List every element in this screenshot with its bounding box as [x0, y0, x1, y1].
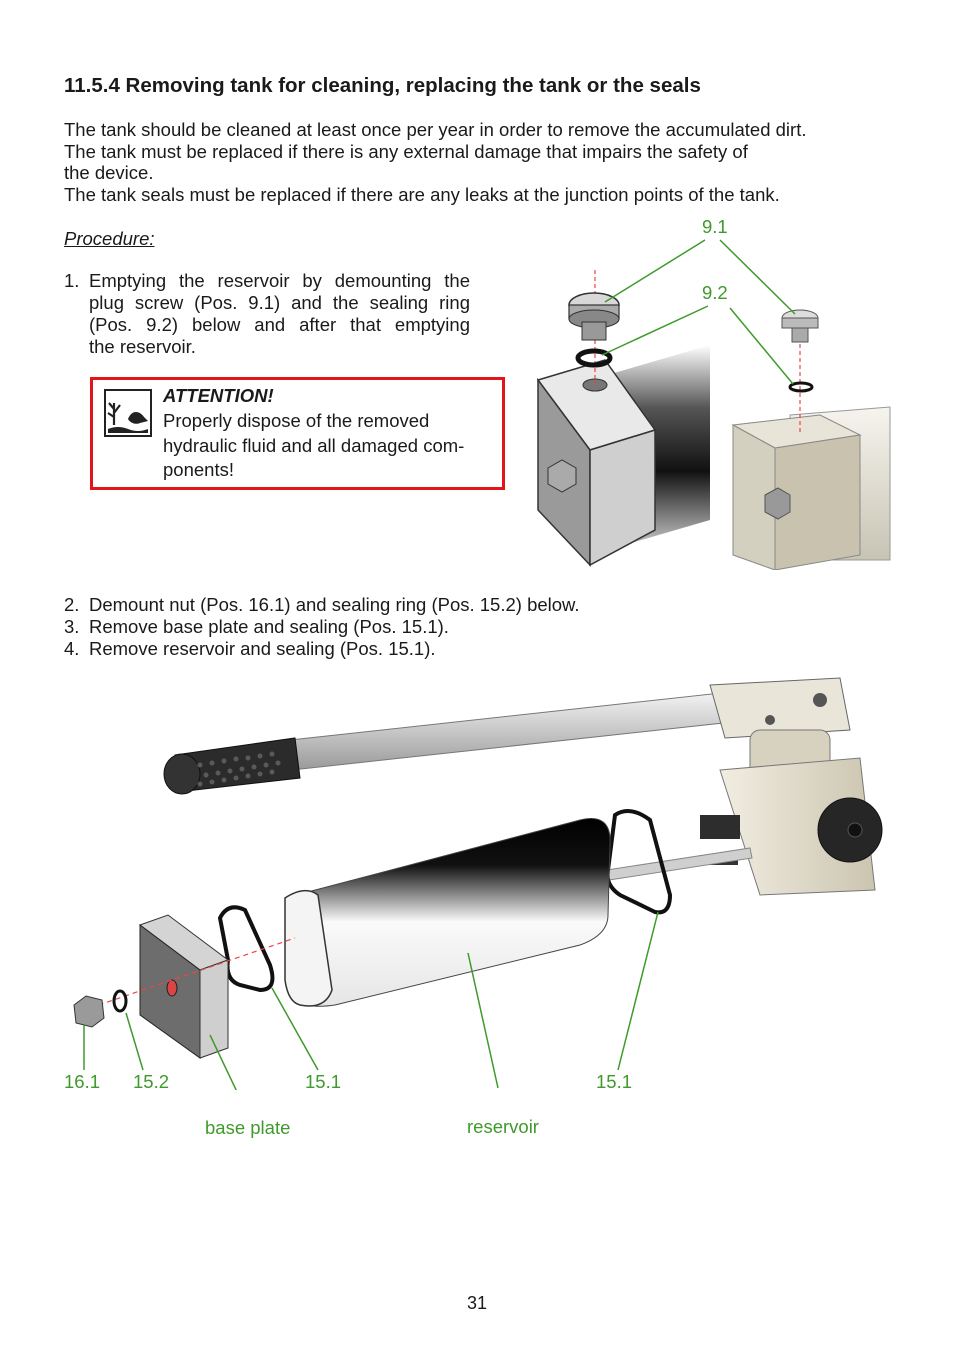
base-plate-part: [138, 914, 230, 1059]
attention-title: ATTENTION!: [163, 385, 274, 406]
label-pos-16-1: 16.1: [64, 1071, 101, 1092]
step-number: 3.: [64, 616, 80, 637]
label-pos-15-2: 15.2: [133, 1071, 170, 1092]
step-number: 1.: [64, 270, 80, 291]
figure-exploded-pump: [73, 677, 883, 1090]
intro-line: The tank should be cleaned at least once…: [64, 119, 807, 140]
label-pos-15-1-right: 15.1: [596, 1071, 633, 1092]
step-text: Emptying the reservoir by demounting the…: [89, 270, 470, 358]
sealing-ring-left: [575, 348, 613, 368]
step-2: 2. Demount nut (Pos. 16.1) and sealing r…: [64, 594, 904, 616]
environment-hazard-icon: [104, 389, 152, 437]
label-reservoir: reservoir: [467, 1116, 539, 1137]
sealing-ring-right: [788, 381, 814, 393]
label-pos-9-1: 9.1: [702, 216, 728, 237]
reservoir-tube: [284, 818, 611, 1007]
plug-screw-left: [568, 292, 620, 341]
step-line: the reservoir.: [89, 336, 196, 357]
right-block: [731, 414, 862, 570]
label-pos-15-1-left: 15.1: [305, 1071, 342, 1092]
plug-screw-right: [781, 309, 819, 343]
step-line: Emptying the reservoir by demounting the: [89, 270, 470, 291]
attention-line: ponents!: [163, 459, 234, 480]
section-heading: 11.5.4 Removing tank for cleaning, repla…: [64, 74, 701, 97]
step-number: 2.: [64, 594, 80, 615]
label-pos-9-2: 9.2: [702, 282, 728, 303]
intro-paragraph: The tank should be cleaned at least once…: [64, 119, 904, 205]
step-number: 4.: [64, 638, 80, 659]
leader-lines: [601, 239, 796, 385]
label-base-plate: base plate: [205, 1117, 291, 1138]
sealing-ring-part: [112, 989, 128, 1013]
sealing-left: [217, 905, 275, 993]
step-line: (Pos. 9.2) below and after that emptying: [89, 314, 470, 335]
attention-body: Properly dispose of the removed hydrauli…: [163, 409, 464, 483]
step-text: Remove reservoir and sealing (Pos. 15.1)…: [89, 638, 436, 659]
intro-line: The tank seals must be replaced if there…: [64, 183, 780, 205]
pump-handle: [163, 691, 733, 795]
attention-line: Properly dispose of the removed: [163, 410, 430, 431]
figure-plug-screw: [536, 239, 891, 570]
step-4: 4. Remove reservoir and sealing (Pos. 15…: [64, 638, 904, 660]
step-line: plug screw (Pos. 9.1) and the sealing ri…: [89, 292, 470, 313]
procedure-label: Procedure:: [64, 228, 155, 249]
leader-lines: [83, 911, 659, 1090]
step-text: Remove base plate and sealing (Pos. 15.1…: [89, 616, 449, 637]
sealing-right: [605, 809, 673, 915]
pump-head: [700, 677, 883, 896]
step-3: 3. Remove base plate and sealing (Pos. 1…: [64, 616, 904, 638]
step-1: 1. Emptying the reservoir by demounting …: [64, 270, 470, 360]
intro-line: The tank must be replaced if there is an…: [64, 140, 748, 162]
step-text: Demount nut (Pos. 16.1) and sealing ring…: [89, 594, 580, 615]
page-number: 31: [466, 1293, 488, 1313]
attention-box: ATTENTION! Properly dispose of the remov…: [90, 377, 505, 490]
left-block: [536, 359, 657, 567]
attention-line: hydraulic fluid and all damaged com-: [163, 434, 465, 456]
intro-line: the device.: [64, 162, 154, 183]
nut-part: [73, 995, 105, 1028]
